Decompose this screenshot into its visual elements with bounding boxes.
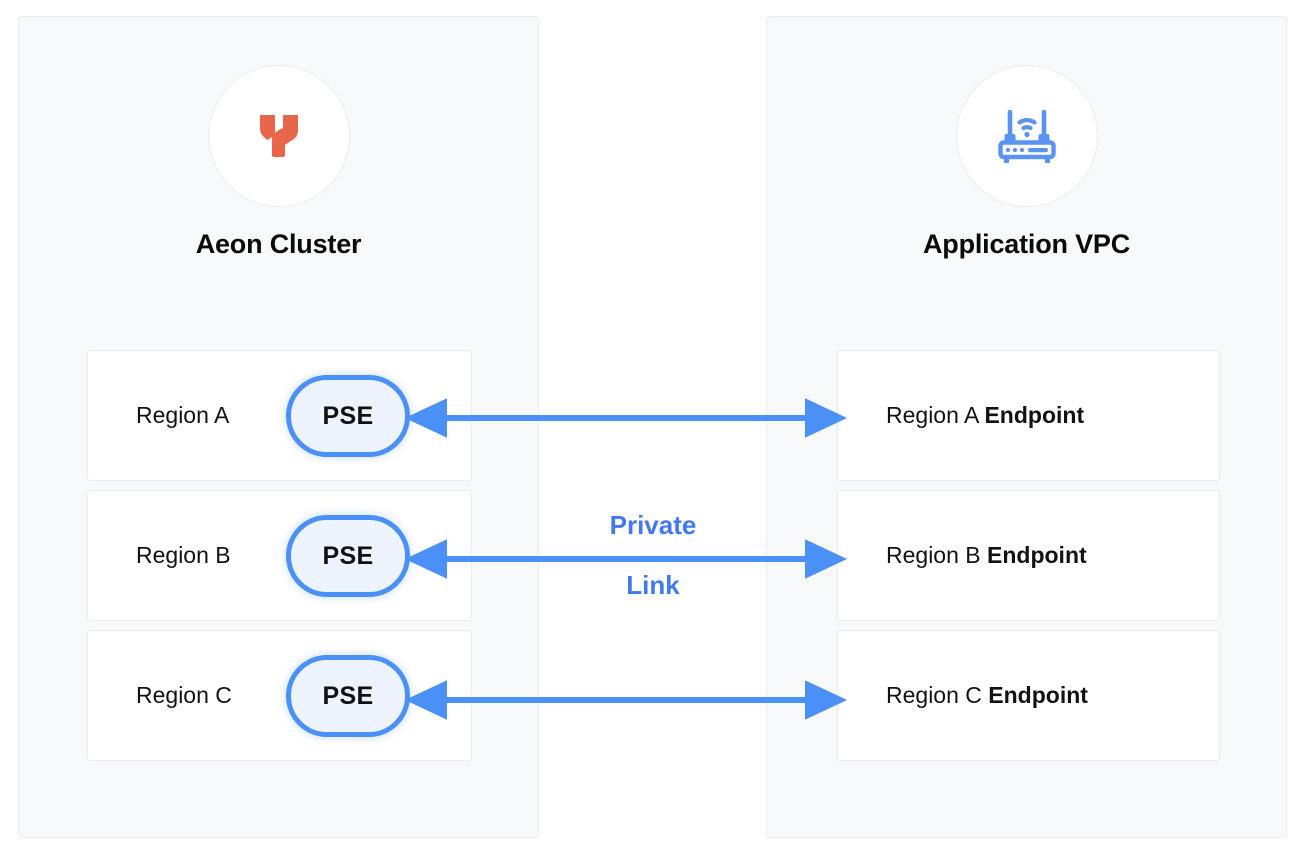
endpoint-a-prefix: Region A — [886, 402, 985, 428]
page-title-left: Aeon Cluster — [195, 229, 362, 259]
region-row-a-left[interactable]: Region A PSE — [87, 350, 472, 481]
private-link-label-line1: Private — [609, 510, 697, 540]
endpoint-row-a[interactable]: Region A Endpoint — [837, 350, 1220, 481]
region-b-label: Region B — [136, 542, 231, 568]
pse-node-region-c[interactable]: PSE — [286, 655, 410, 737]
private-link-label-line2: Link — [626, 570, 680, 600]
right-panel-header: Application VPC — [767, 65, 1286, 260]
right-endpoint-list: Region A Endpoint Region B Endpoint Regi… — [837, 350, 1220, 770]
endpoint-c-prefix: Region C — [886, 682, 989, 708]
endpoint-row-c[interactable]: Region C Endpoint — [837, 630, 1220, 761]
aeon-cluster-panel: Aeon Cluster Region A PSE Region B PSE R… — [18, 16, 539, 838]
endpoint-b-label: Region B Endpoint — [886, 542, 1087, 569]
application-vpc-panel: Application VPC Region A Endpoint Region… — [766, 16, 1287, 838]
wifi-router-icon — [955, 65, 1098, 207]
endpoint-b-prefix: Region B — [886, 542, 988, 568]
left-region-list: Region A PSE Region B PSE Region C PSE — [87, 350, 472, 770]
region-c-label: Region C — [136, 682, 232, 708]
yugabyte-y-logo-icon — [207, 65, 350, 207]
endpoint-b-emphasis: Endpoint — [987, 542, 1087, 568]
endpoint-a-emphasis: Endpoint — [984, 402, 1085, 428]
endpoint-c-emphasis: Endpoint — [988, 682, 1088, 708]
pse-node-region-a[interactable]: PSE — [286, 375, 410, 457]
region-a-label: Region A — [136, 402, 230, 428]
region-row-b-left[interactable]: Region B PSE — [87, 490, 472, 621]
left-panel-header: Aeon Cluster — [19, 65, 538, 260]
endpoint-row-b[interactable]: Region B Endpoint — [837, 490, 1220, 621]
endpoint-c-label: Region C Endpoint — [886, 682, 1088, 709]
pse-node-region-b[interactable]: PSE — [286, 515, 410, 597]
region-row-c-left[interactable]: Region C PSE — [87, 630, 472, 761]
endpoint-a-label: Region A Endpoint — [886, 402, 1084, 429]
page-title-right: Application VPC — [922, 229, 1130, 259]
